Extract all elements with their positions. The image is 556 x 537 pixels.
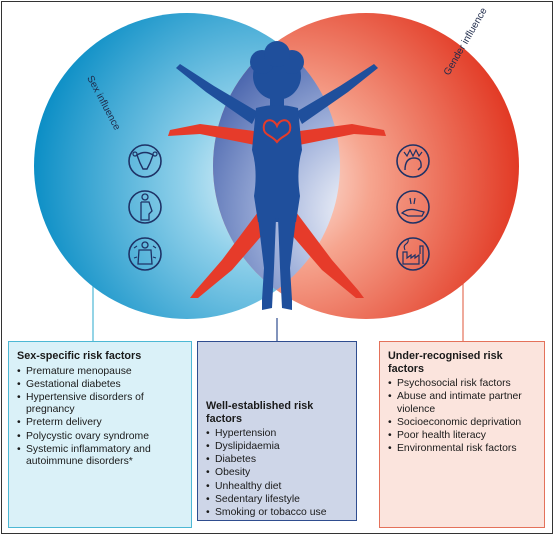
list-item: Abuse and intimate partner violence [388, 391, 538, 416]
human-figure [168, 41, 386, 310]
sex-specific-title: Sex-specific risk factors [17, 350, 142, 362]
list-item: Hypertensive disorders of pregnancy [17, 392, 184, 417]
list-item: Systemic inflammatory and autoimmune dis… [17, 444, 184, 469]
list-item: Psychosocial risk factors [388, 378, 538, 391]
under-recognised-title: Under-recognised risk factors [388, 350, 503, 375]
uterus-icon [128, 144, 162, 178]
list-item: Sedentary lifestyle [206, 494, 350, 507]
list-item: Smoking or tobacco use [206, 507, 350, 520]
stress-head-icon [396, 144, 430, 178]
well-established-title: Well-established risk factors [206, 400, 314, 425]
violence-hand-icon [396, 190, 430, 224]
list-item: Gestational diabetes [17, 379, 184, 392]
pregnant-woman-icon [128, 190, 162, 224]
list-item: Hypertension [206, 428, 350, 441]
list-item: Obesity [206, 467, 350, 480]
under-recognised-box: Under-recognised risk factors Psychosoci… [379, 341, 545, 528]
factory-pollution-icon [396, 237, 430, 271]
list-item: Diabetes [206, 454, 350, 467]
sex-specific-box: Sex-specific risk factors Premature meno… [8, 341, 192, 528]
list-item: Unhealthy diet [206, 481, 350, 494]
sex-specific-list: Premature menopause Gestational diabetes… [17, 366, 184, 469]
list-item: Socioeconomic deprivation [388, 417, 538, 430]
list-item: Preterm delivery [17, 417, 184, 430]
well-established-list: Hypertension Dyslipidaemia Diabetes Obes… [206, 428, 350, 519]
under-recognised-list: Psychosocial risk factors Abuse and inti… [388, 378, 538, 456]
list-item: Polycystic ovary syndrome [17, 431, 184, 444]
list-item: Environmental risk factors [388, 443, 538, 456]
list-item: Poor health literacy [388, 430, 538, 443]
list-item: Premature menopause [17, 366, 184, 379]
inflamed-person-icon [128, 237, 162, 271]
well-established-box: Well-established risk factors Hypertensi… [197, 341, 357, 521]
list-item: Dyslipidaemia [206, 441, 350, 454]
